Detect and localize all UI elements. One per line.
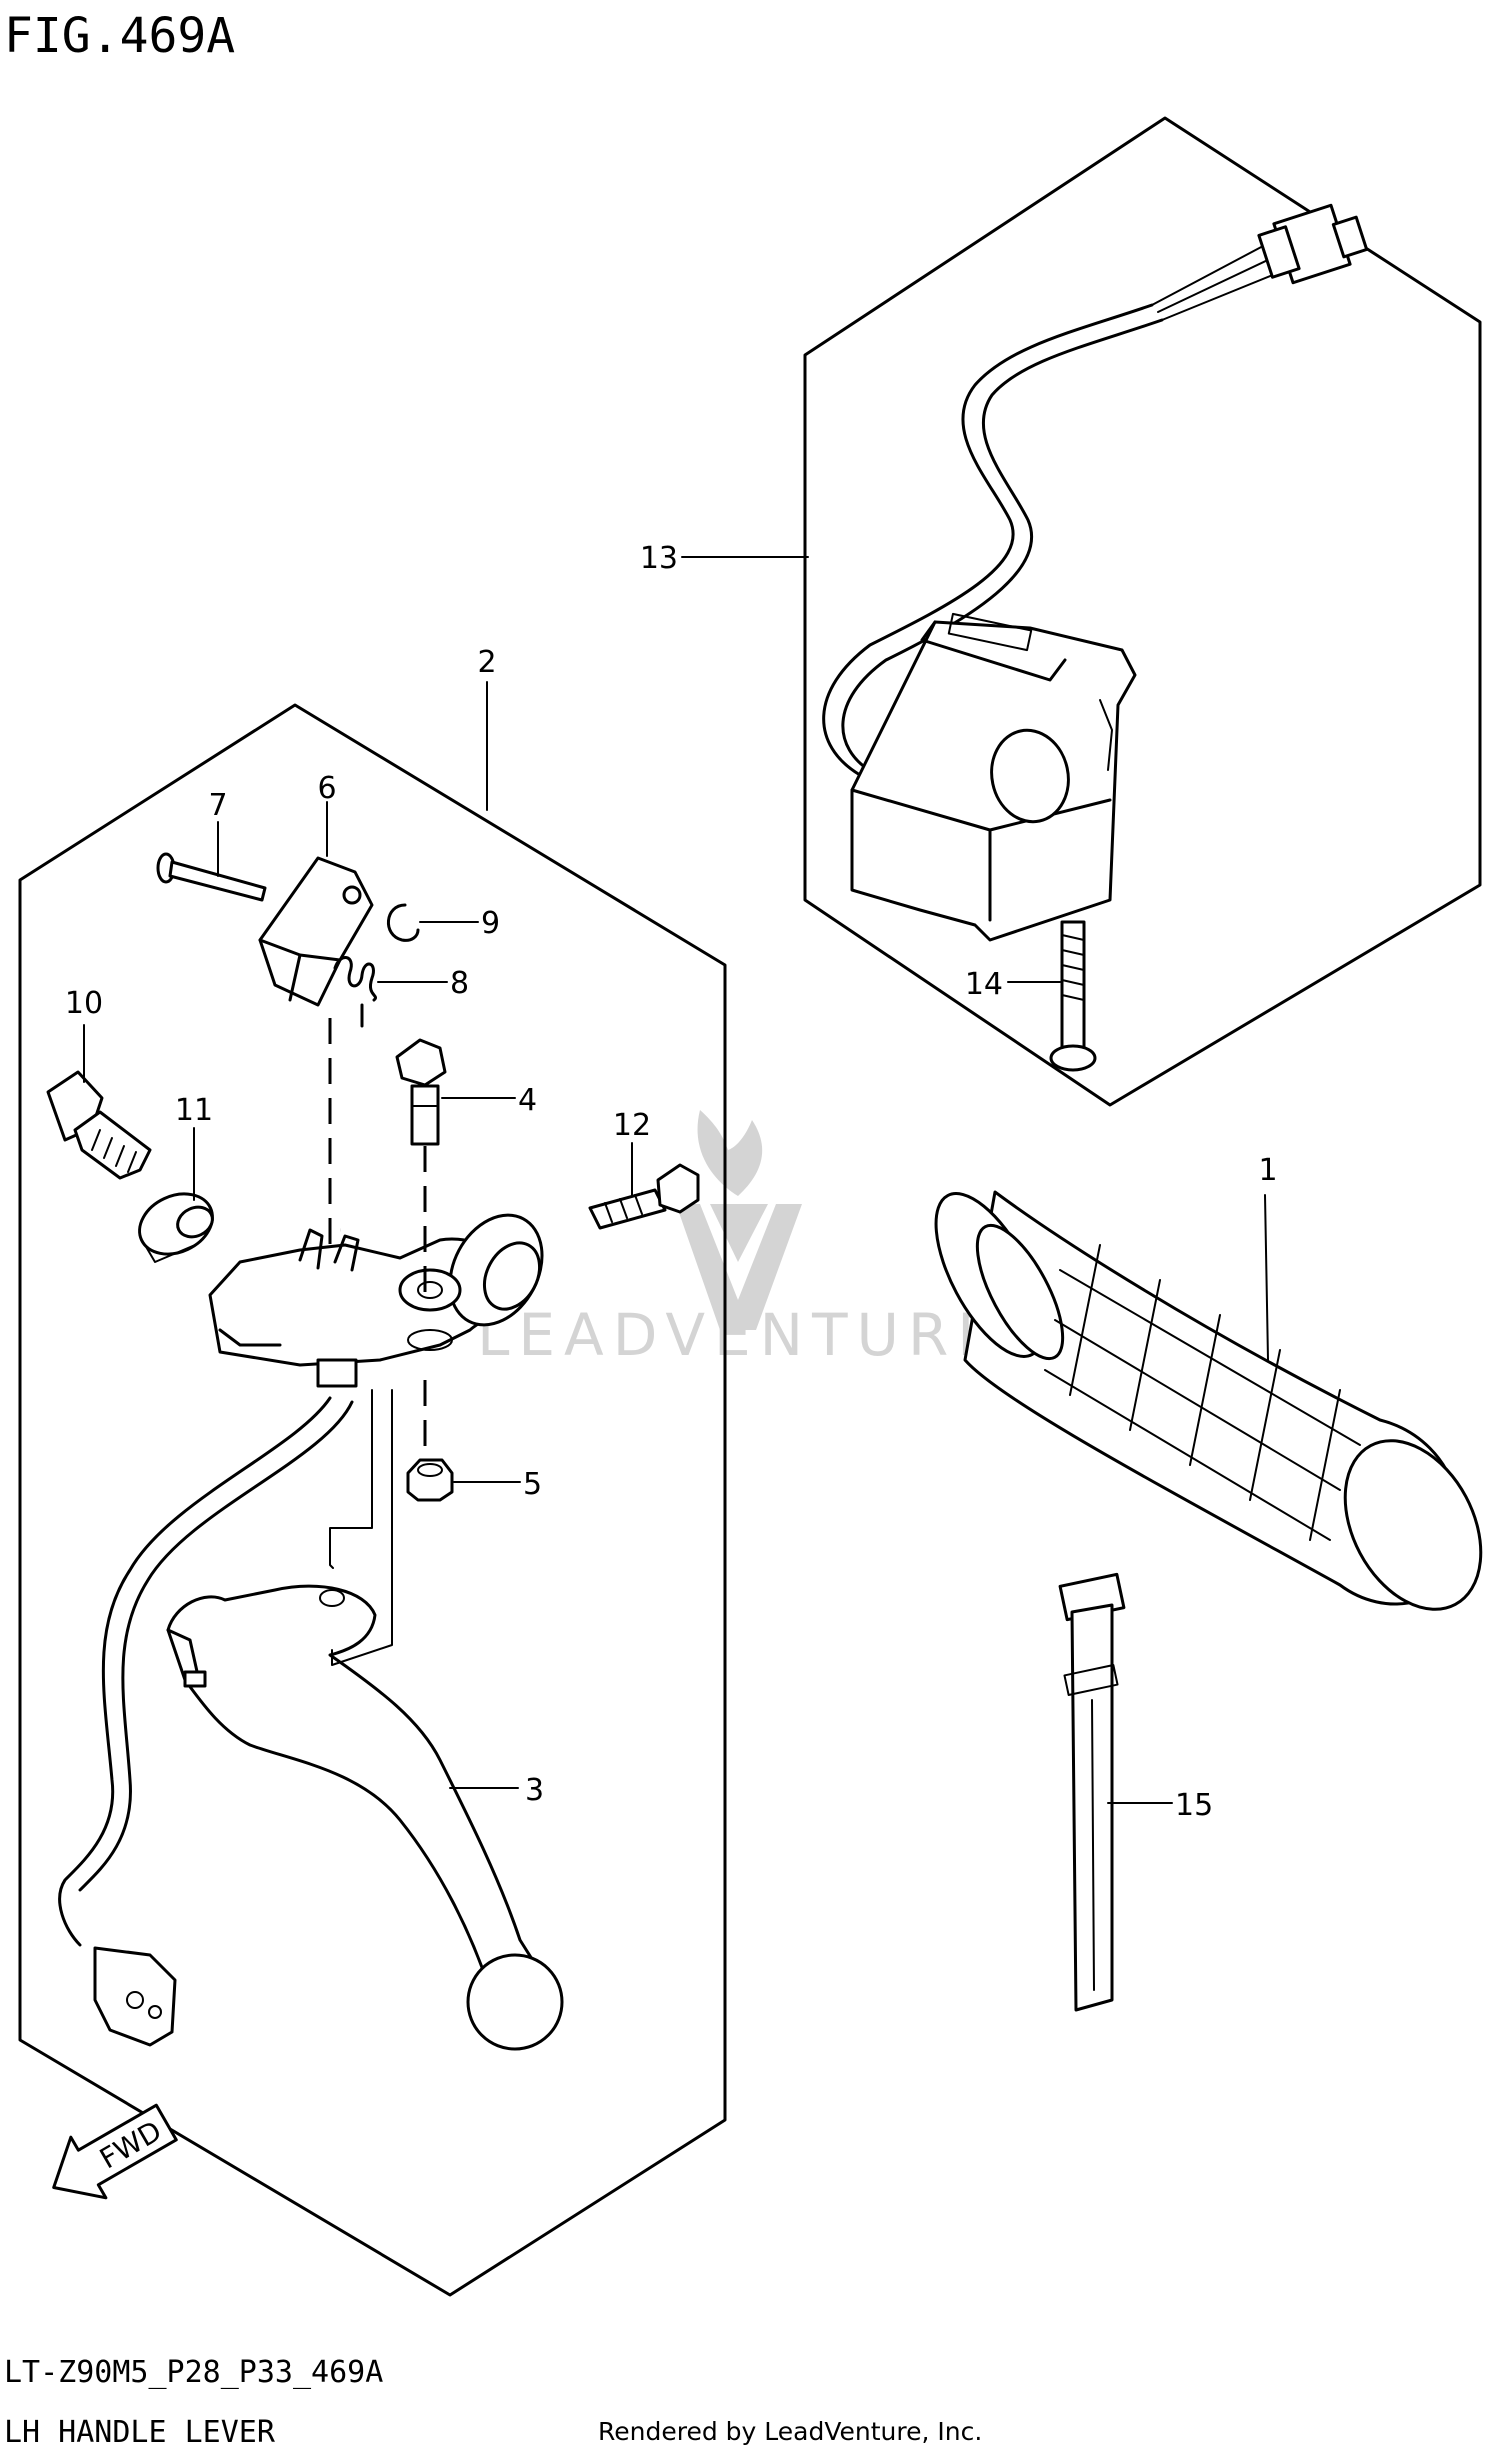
spring-part-8 <box>333 956 377 1028</box>
lock-nut-part-11 <box>138 1192 214 1263</box>
lever-holder <box>208 1213 544 1388</box>
e-ring-part-9 <box>386 903 420 942</box>
callout-2: 2 <box>477 645 496 680</box>
callouts: 1 2 3 4 5 6 7 8 9 10 11 12 13 14 15 <box>65 541 1278 1823</box>
switch-bracket-part-6 <box>258 856 374 1007</box>
switch-assembly-part-13 <box>822 203 1369 942</box>
rendered-by: Rendered by LeadVenture, Inc. <box>598 2417 982 2446</box>
adjuster-bolt-part-10 <box>46 1070 152 1180</box>
callout-3: 3 <box>525 1773 544 1808</box>
callout-6: 6 <box>317 771 336 806</box>
assembly-frame-13 <box>803 116 1482 1107</box>
callout-8: 8 <box>450 966 469 1001</box>
callout-4: 4 <box>518 1083 537 1118</box>
bolt-part-4 <box>395 1038 447 1146</box>
callout-13: 13 <box>640 541 678 576</box>
grip-part-1 <box>934 1190 1483 1611</box>
callout-9: 9 <box>481 906 500 941</box>
callout-11: 11 <box>175 1093 213 1128</box>
pin-part-7 <box>156 852 267 902</box>
watermark: LEADVENTURE <box>477 1110 1003 1369</box>
figure-title: FIG.469A <box>4 8 235 64</box>
nut-part-5 <box>406 1458 454 1502</box>
figure-caption: LH HANDLE LEVER <box>4 2415 276 2450</box>
cable-tie-part-15 <box>1058 1572 1126 2012</box>
bolt-part-12 <box>588 1163 700 1230</box>
assembly-frame-2 <box>18 703 727 2297</box>
callout-7: 7 <box>208 788 227 823</box>
lever-part-3 <box>166 1584 564 2051</box>
callout-1: 1 <box>1258 1153 1277 1188</box>
switch-cable <box>58 1396 354 2047</box>
model-code: LT-Z90M5_P28_P33_469A <box>4 2355 383 2390</box>
screw-part-14 <box>1049 920 1097 1072</box>
callout-5: 5 <box>523 1467 542 1502</box>
callout-10: 10 <box>65 986 103 1021</box>
assembly-guide-lines <box>328 1018 427 1666</box>
callout-12: 12 <box>613 1108 651 1143</box>
callout-15: 15 <box>1175 1788 1213 1823</box>
watermark-text: LEADVENTURE <box>477 1301 1003 1369</box>
callout-14: 14 <box>965 967 1003 1002</box>
fwd-arrow-icon: FWD <box>52 2103 178 2200</box>
